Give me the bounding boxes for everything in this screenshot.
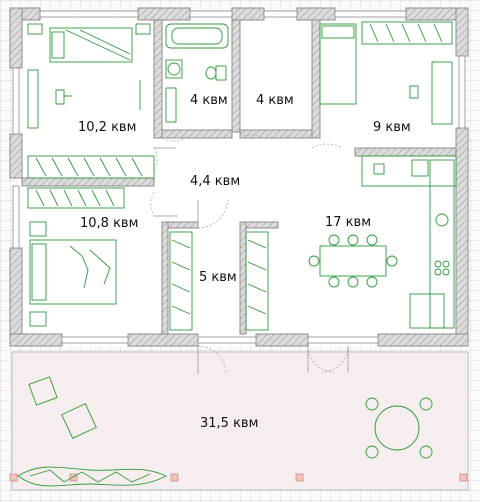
furniture	[17, 21, 457, 487]
terrace	[9, 351, 469, 491]
wardrobe-top-right	[361, 21, 453, 45]
terrace-chair-2	[61, 403, 97, 439]
room-area-bedroom-left: 10,8 квм	[80, 216, 139, 231]
hammock	[17, 466, 168, 487]
bed-left	[29, 239, 117, 305]
terrace-table	[365, 397, 433, 459]
room-area-closet: 5 квм	[199, 270, 237, 285]
bathtub	[165, 23, 229, 49]
toilet-bath	[205, 65, 227, 81]
room-area-bathroom: 4 квм	[190, 93, 228, 108]
desk-top-left	[27, 69, 72, 129]
nightstand-top-left	[27, 23, 151, 35]
bed-top-left	[49, 27, 133, 63]
desk-top-right	[409, 61, 453, 125]
closet-shelf-left	[169, 231, 193, 331]
room-area-bedroom-top-right: 9 квм	[373, 120, 411, 135]
wardrobe-top-left	[27, 155, 155, 179]
windows	[12, 10, 466, 344]
room-area-toilet: 4 квм	[256, 93, 294, 108]
terrace-chair-1	[28, 376, 58, 406]
armchair-living	[409, 293, 445, 329]
room-area-living-kitchen: 17 квм	[325, 215, 371, 230]
room-area-terrace: 31,5 квм	[200, 416, 259, 431]
bed-top-right	[319, 23, 357, 105]
dining-table	[308, 234, 398, 288]
washing-machine	[165, 59, 183, 79]
terrace-posts	[9, 473, 468, 482]
room-area-bedroom-top-left: 10,2 квм	[78, 120, 137, 135]
room-area-hallway: 4,4 квм	[190, 174, 241, 189]
closet-shelf-right	[245, 231, 269, 331]
walls	[9, 7, 469, 347]
nightstand-left	[29, 221, 47, 327]
bath-cabinet	[165, 87, 177, 123]
wardrobe-left	[27, 187, 125, 209]
